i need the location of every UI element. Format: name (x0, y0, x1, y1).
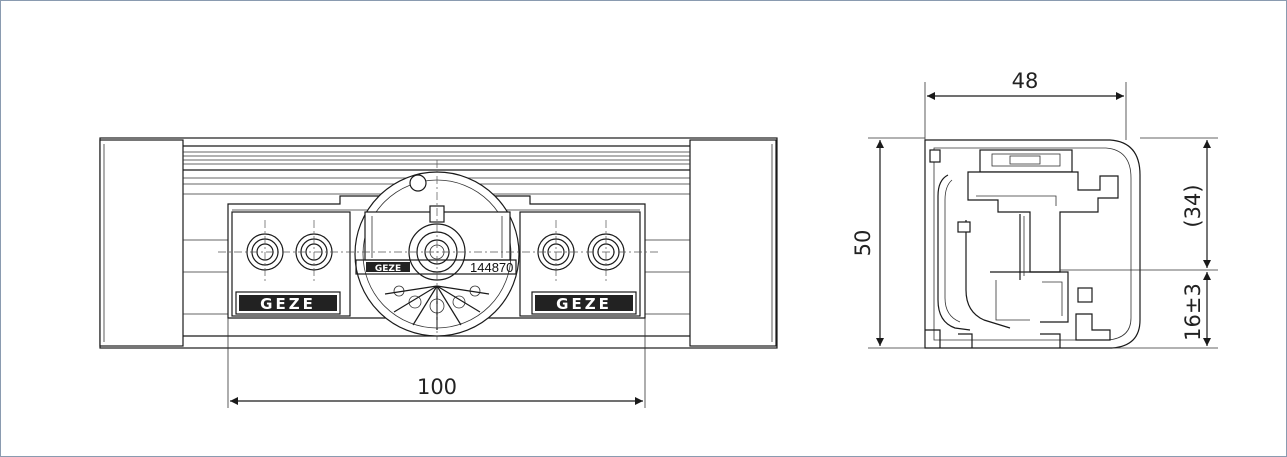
side-upper-height-label: (34) (1181, 184, 1205, 227)
center-logo-text: GEZE (375, 264, 401, 274)
front-width-dimension: 100 (227, 318, 646, 408)
center-lines (218, 160, 660, 340)
left-end-cap (99, 139, 184, 347)
side-lower-height-label: 16±3 (1181, 283, 1205, 341)
side-height-dimension: 50 (851, 137, 925, 349)
side-width-dimension: 48 (924, 69, 1127, 140)
right-logo: GEZE (531, 291, 637, 315)
side-lower-height-dimension: 16±3 (1112, 272, 1218, 349)
right-logo-text: GEZE (556, 295, 612, 313)
part-number: 144870 (470, 260, 513, 275)
front-view: GEZE 144870 (99, 137, 778, 408)
side-upper-height-dimension: (34) (1140, 137, 1218, 268)
center-label: GEZE 144870 (355, 259, 517, 275)
side-view: 48 50 (34) 16±3 (851, 69, 1218, 349)
right-end-cap (689, 139, 777, 347)
side-height-label: 50 (851, 230, 875, 257)
side-width-label: 48 (1012, 69, 1039, 93)
left-logo-text: GEZE (260, 295, 316, 313)
front-width-label: 100 (417, 375, 457, 399)
left-logo: GEZE (235, 291, 341, 315)
